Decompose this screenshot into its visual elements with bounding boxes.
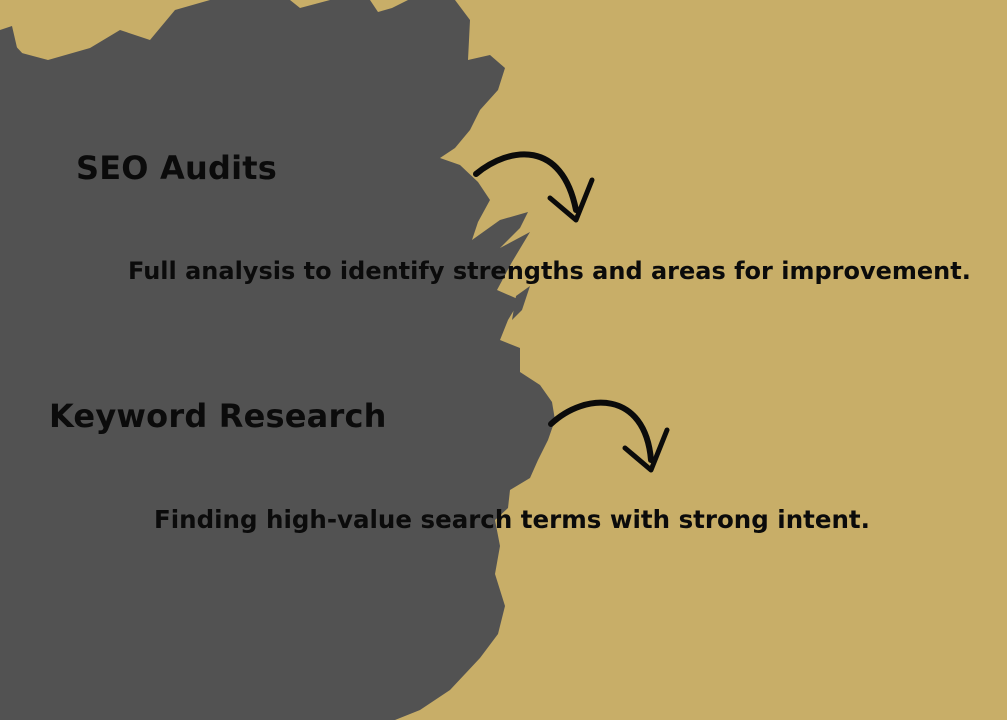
curved-arrow-icon bbox=[473, 151, 595, 223]
section-description-keyword-research: Finding high-value search terms with str… bbox=[154, 505, 870, 534]
section-heading-keyword-research: Keyword Research bbox=[49, 397, 387, 435]
section-description-seo-audits: Full analysis to identify strengths and … bbox=[128, 257, 971, 285]
curved-arrow-icon bbox=[548, 399, 670, 473]
section-heading-seo-audits: SEO Audits bbox=[76, 149, 278, 187]
